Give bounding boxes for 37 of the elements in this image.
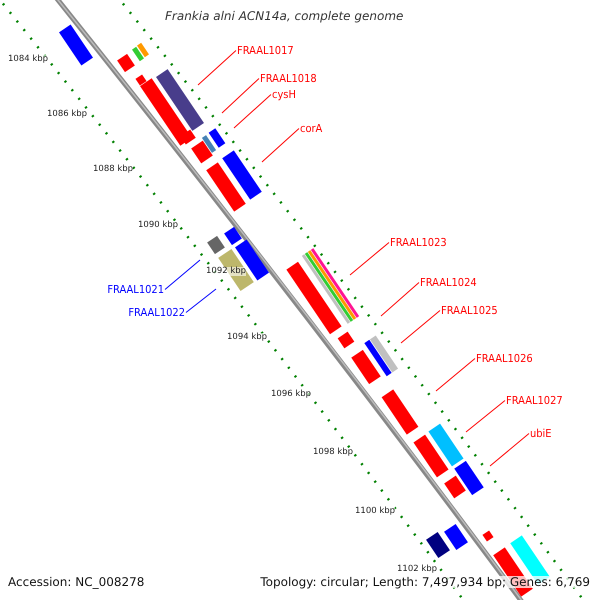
tick-label: 1084 kbp [8,55,48,64]
genome-info-text: Topology: circular; Length: 7,497,934 bp; Genes: 6,769 [260,576,590,588]
tick-label: 1086 kbp [47,110,88,118]
gene-label: FRAAL1025 [441,305,498,316]
tick-label: 1088 kbp [93,165,134,174]
gene-label: ubiE [530,428,552,439]
gene-label: FRAAL1017 [237,45,294,56]
gene-label: FRAAL1021 [107,284,164,295]
leader-line [466,400,506,432]
tick-label: 1102 kbp [397,565,438,574]
leader-line [234,94,272,128]
leader-line [186,288,216,313]
tick-label: 1100 kbp [355,507,396,516]
leader-line [198,50,236,86]
tick-label: 1090 kbp [138,221,178,230]
tick-label: 1096 kbp [271,390,312,398]
leader-line [380,282,420,316]
gene-label: FRAAL1024 [420,277,477,288]
leader-line [350,242,390,276]
gene-label: corA [300,123,322,134]
tick-label: 1098 kbp [313,448,354,456]
accession-text: Accession: NC_008278 [8,576,144,588]
map-title: Frankia alni ACN14a, complete genome [165,10,404,22]
leader-line [400,310,440,344]
leader-line [262,128,300,162]
gene-label: FRAAL1018 [260,73,317,84]
leader-line [222,78,260,114]
gene-label: cysH [272,89,296,100]
tick-label: 1092 kbp [206,267,246,276]
gene-label: FRAAL1022 [128,307,185,318]
tick-label: 1094 kbp [227,333,268,342]
gene-label: FRAAL1027 [506,395,563,406]
gene-label: FRAAL1023 [390,237,447,248]
leader-line [490,433,530,466]
gene-label: FRAAL1026 [476,353,533,364]
leader-line [164,260,200,290]
leader-line [436,358,476,392]
